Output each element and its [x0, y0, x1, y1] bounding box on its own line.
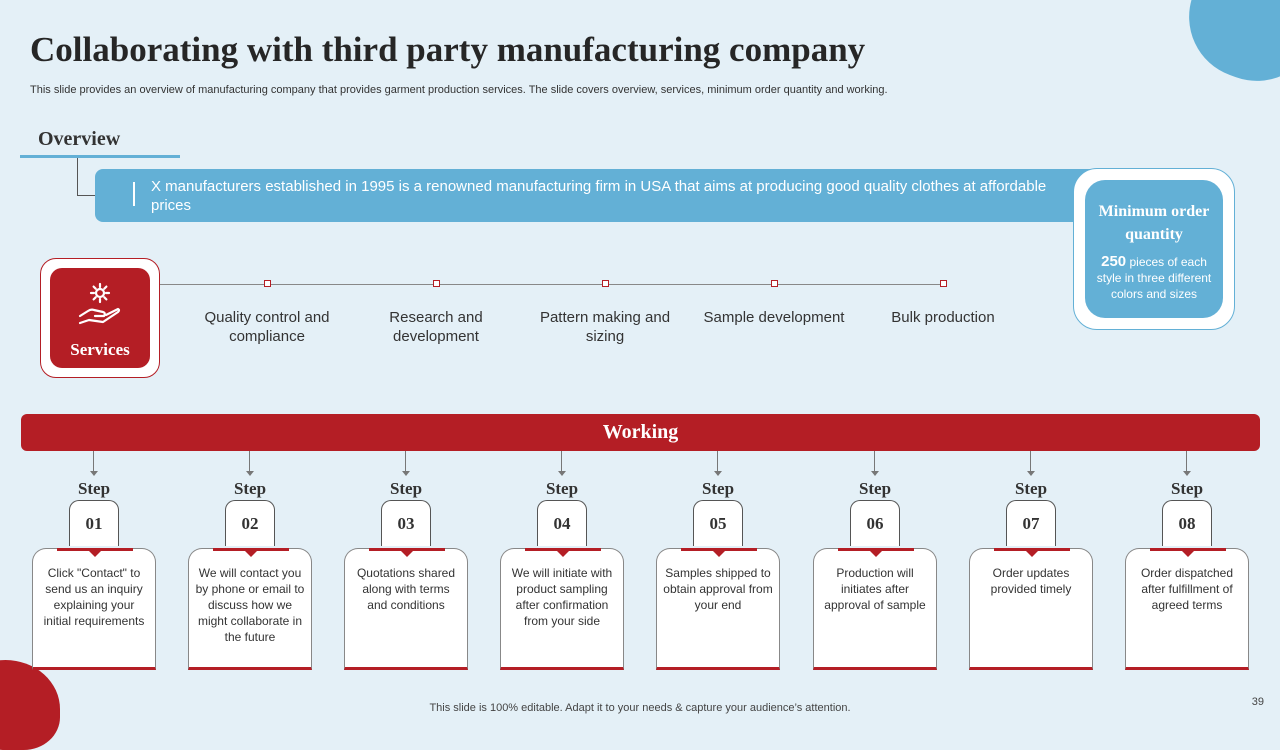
step-number: 05 — [693, 500, 743, 546]
step-card-accent — [213, 548, 289, 551]
step-number: 04 — [537, 500, 587, 546]
step-card-accent — [838, 548, 914, 551]
step-card: Click "Contact" to send us an inquiry ex… — [32, 548, 156, 670]
step-card-pointer — [89, 551, 101, 557]
service-item-sample-development: Sample development — [703, 309, 845, 326]
step-description: Samples shipped to obtain approval from … — [663, 566, 773, 612]
moq-card-inner: Minimum order quantity 250 pieces of eac… — [1085, 180, 1223, 318]
step-arrowhead — [1027, 471, 1035, 476]
step-card: Order updates provided timely — [969, 548, 1093, 670]
services-label: Services — [70, 340, 130, 359]
step-label: Step — [1170, 479, 1204, 498]
step-description: Click "Contact" to send us an inquiry ex… — [43, 566, 145, 628]
service-marker — [771, 280, 778, 287]
step-number: 08 — [1162, 500, 1212, 546]
service-item-quality-control: Quality control and compliance — [204, 309, 330, 345]
corner-decoration-top-right — [1171, 0, 1280, 99]
step-label: Step — [545, 479, 579, 498]
service-item-bulk-production: Bulk production — [891, 309, 995, 326]
service-item-pattern-making: Pattern making and sizing — [539, 309, 671, 345]
step-card-accent — [1150, 548, 1226, 551]
service-marker — [940, 280, 947, 287]
step-description: Order updates provided timely — [990, 566, 1072, 596]
step-card: Quotations shared along with terms and c… — [344, 548, 468, 670]
step-arrowhead — [1183, 471, 1191, 476]
step-arrow — [1186, 451, 1187, 473]
step-label: Step — [233, 479, 267, 498]
overview-tick — [133, 182, 135, 206]
step-card: We will initiate with product sampling a… — [500, 548, 624, 670]
step-arrowhead — [714, 471, 722, 476]
step-arrow — [561, 451, 562, 473]
step-number: 07 — [1006, 500, 1056, 546]
page-title: Collaborating with third party manufactu… — [30, 30, 866, 69]
step-arrow — [717, 451, 718, 473]
step-card-pointer — [1026, 551, 1038, 557]
step-label: Step — [858, 479, 892, 498]
step-label: Step — [77, 479, 111, 498]
overview-underline — [20, 155, 180, 158]
hand-gear-icon — [78, 282, 121, 325]
step-description: Quotations shared along with terms and c… — [356, 566, 456, 612]
step-card-pointer — [713, 551, 725, 557]
step-description: We will contact you by phone or email to… — [195, 566, 305, 644]
step-card-pointer — [557, 551, 569, 557]
service-marker — [602, 280, 609, 287]
step-card-accent — [994, 548, 1070, 551]
step-label: Step — [1014, 479, 1048, 498]
services-box: Services — [40, 258, 160, 378]
moq-card: Minimum order quantity 250 pieces of eac… — [1073, 168, 1235, 330]
step-arrowhead — [558, 471, 566, 476]
services-box-inner: Services — [50, 268, 150, 368]
overview-connector — [77, 158, 78, 195]
step-arrowhead — [402, 471, 410, 476]
moq-number: 250 — [1101, 253, 1127, 270]
step-description: Order dispatched after fulfillment of ag… — [1140, 566, 1234, 612]
step-arrowhead — [246, 471, 254, 476]
overview-text: X manufacturers established in 1995 is a… — [151, 178, 1047, 214]
overview-heading: Overview — [38, 128, 121, 150]
footer-note: This slide is 100% editable. Adapt it to… — [429, 702, 851, 714]
overview-connector-h — [77, 195, 95, 196]
step-arrow — [405, 451, 406, 473]
working-banner: Working — [21, 414, 1260, 451]
step-description: We will initiate with product sampling a… — [511, 566, 613, 628]
step-arrow — [93, 451, 94, 473]
step-arrow — [874, 451, 875, 473]
step-card: Samples shipped to obtain approval from … — [656, 548, 780, 670]
step-card-pointer — [401, 551, 413, 557]
service-marker — [433, 280, 440, 287]
step-number: 06 — [850, 500, 900, 546]
step-card-accent — [369, 548, 445, 551]
step-card-pointer — [1182, 551, 1194, 557]
step-label: Step — [701, 479, 735, 498]
page-number: 39 — [1251, 696, 1264, 708]
step-card-pointer — [870, 551, 882, 557]
step-arrow — [1030, 451, 1031, 473]
step-card-pointer — [245, 551, 257, 557]
page-subtitle: This slide provides an overview of manuf… — [30, 84, 888, 96]
overview-banner: X manufacturers established in 1995 is a… — [95, 169, 1140, 222]
step-number: 02 — [225, 500, 275, 546]
step-number: 03 — [381, 500, 431, 546]
step-number: 01 — [69, 500, 119, 546]
step-arrowhead — [871, 471, 879, 476]
step-card-accent — [525, 548, 601, 551]
moq-title: Minimum order quantity — [1098, 203, 1210, 243]
step-arrowhead — [90, 471, 98, 476]
step-card-accent — [57, 548, 133, 551]
moq-description: 250 pieces of each style in three differ… — [1085, 254, 1223, 302]
step-description: Production will initiates after approval… — [824, 566, 926, 612]
step-card: Order dispatched after fulfillment of ag… — [1125, 548, 1249, 670]
step-card-accent — [681, 548, 757, 551]
step-card: We will contact you by phone or email to… — [188, 548, 312, 670]
service-marker — [264, 280, 271, 287]
services-timeline — [160, 284, 945, 285]
moq-desc-text: pieces of each style in three different … — [1096, 255, 1212, 301]
step-card: Production will initiates after approval… — [813, 548, 937, 670]
step-label: Step — [389, 479, 423, 498]
service-item-research: Research and development — [389, 309, 483, 345]
step-arrow — [249, 451, 250, 473]
